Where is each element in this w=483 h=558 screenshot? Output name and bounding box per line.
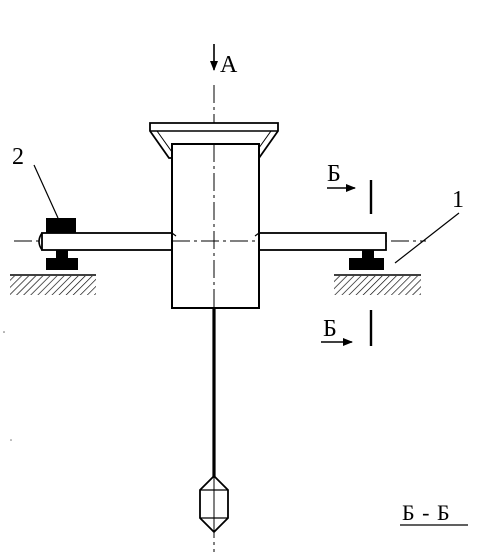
right-shaft <box>255 232 387 251</box>
leader-line-2 <box>33 164 59 219</box>
left-shaft <box>41 232 175 251</box>
section-label-bottom: Б <box>323 316 337 342</box>
plumb-bob <box>199 474 229 534</box>
view-label-a: А <box>220 52 238 78</box>
section-title: Б - Б <box>402 500 451 525</box>
section-label-top: Б <box>327 161 341 187</box>
right-support <box>334 250 421 295</box>
leader-line-1 <box>394 212 460 264</box>
part-label-2: 2 <box>12 144 24 170</box>
left-support <box>10 218 96 295</box>
left-shaft-end <box>38 232 43 251</box>
section-marker-top <box>327 180 373 214</box>
main-housing <box>171 143 260 309</box>
section-marker-bottom <box>321 310 373 346</box>
part-label-1: 1 <box>452 187 464 213</box>
